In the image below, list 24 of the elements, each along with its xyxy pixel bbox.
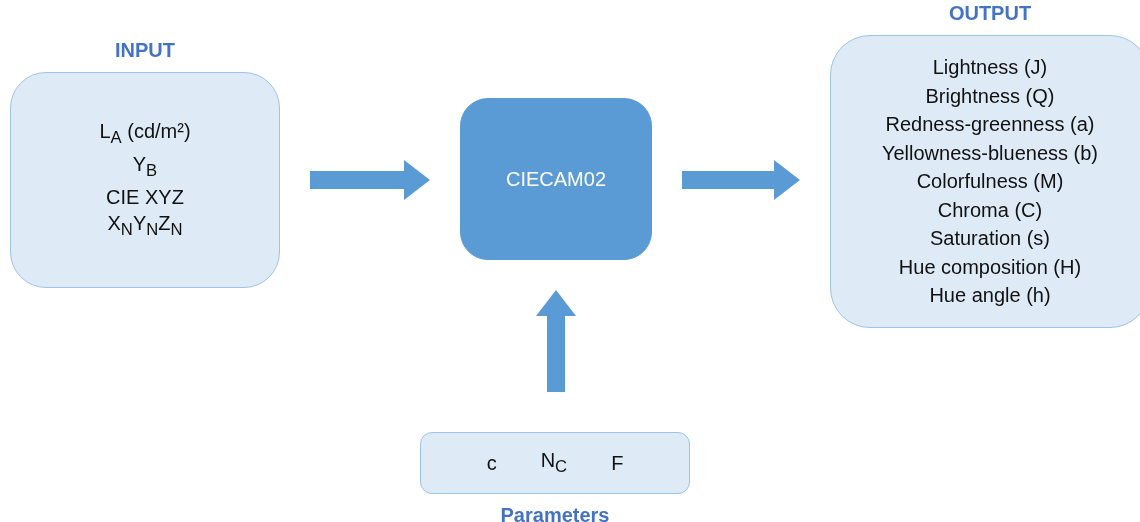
parameter-label: N$_{C}$: [540, 447, 568, 478]
output-label: Redness-greenness (a): [885, 112, 1095, 138]
output-label: Yellowness-blueness (b): [881, 140, 1098, 166]
arrow: [536, 290, 576, 392]
model-box: [460, 98, 652, 260]
model-label: CIECAM02: [506, 167, 606, 192]
parameter-label: c: [486, 451, 497, 476]
output-label: Colorfulness (M): [916, 169, 1064, 195]
arrow: [682, 160, 800, 200]
output-label: Chroma (C): [937, 197, 1043, 223]
input-label: X$_{N}$Y$_{N}$Z$_{N}$: [107, 210, 183, 241]
input-label: Y$_{B}$: [132, 151, 158, 182]
output-label: Hue angle (h): [929, 283, 1051, 309]
input-label: L$_{A}$ (cd/m²): [99, 118, 191, 149]
output-label: Lightness (J): [932, 55, 1048, 81]
output-label: Brightness (Q): [925, 83, 1055, 109]
arrow: [310, 160, 430, 200]
section-heading: OUTPUT: [947, 2, 1033, 25]
parameter-label: F: [611, 451, 624, 476]
section-heading: INPUT: [114, 39, 176, 62]
input-label: CIE XYZ: [106, 184, 184, 210]
section-heading: Parameters: [499, 504, 611, 522]
output-label: Hue composition (H): [898, 254, 1082, 280]
output-label: Saturation (s): [929, 226, 1051, 252]
